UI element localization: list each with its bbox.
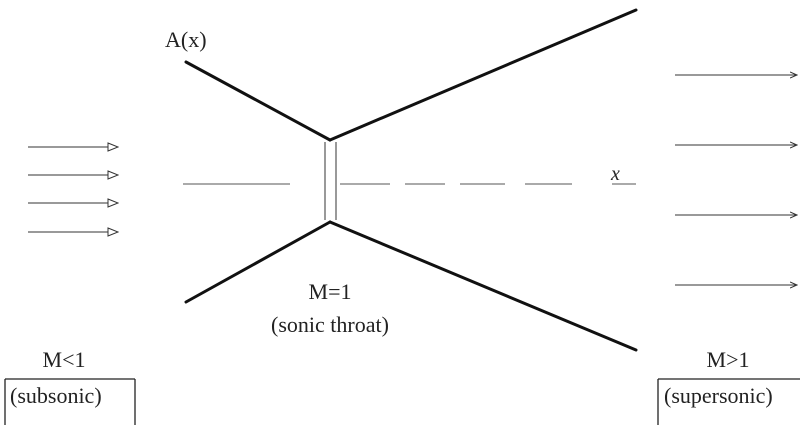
inlet-desc-label: (subsonic) [10, 383, 102, 408]
area-label: A(x) [165, 27, 207, 52]
upper-converging-wall [184, 60, 332, 142]
nozzle-walls [184, 8, 638, 352]
outlet-desc-label: (supersonic) [664, 383, 773, 408]
throat-desc-label: (sonic throat) [271, 312, 389, 337]
lower-converging-wall [184, 220, 332, 304]
throat-lines [324, 142, 337, 220]
inlet-flow-arrows [28, 147, 118, 232]
lower-diverging-wall [328, 220, 638, 352]
upper-diverging-wall [328, 8, 638, 142]
inlet-mach-label: M<1 [43, 347, 86, 372]
axis-label: x [610, 163, 620, 185]
outlet-label-box [657, 378, 800, 425]
outlet-flow-arrows [675, 75, 797, 285]
inlet-label-box [4, 378, 136, 425]
outlet-mach-label: M>1 [707, 347, 750, 372]
throat-mach-label: M=1 [309, 279, 352, 304]
